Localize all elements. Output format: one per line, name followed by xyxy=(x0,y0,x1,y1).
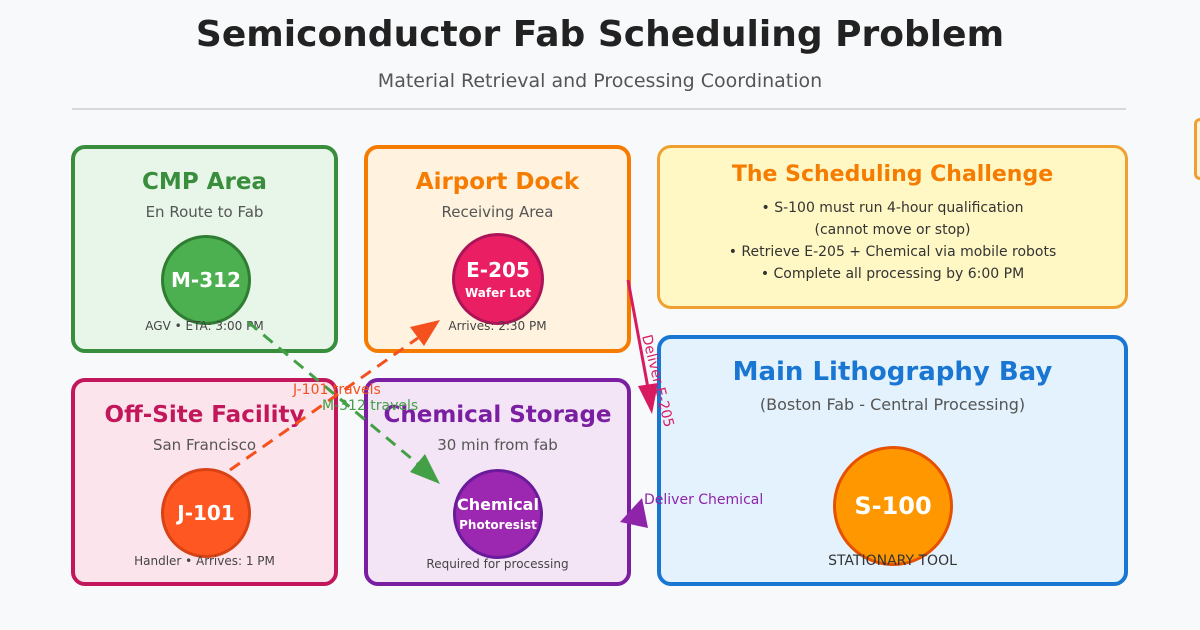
chemical-caption: Required for processing xyxy=(426,557,569,571)
j101-arrowhead xyxy=(410,320,440,346)
challenge-bullet: (cannot move or stop) xyxy=(814,222,971,238)
cmp-area-subtitle: En Route to Fab xyxy=(145,203,264,221)
airport-dock-subtitle: Receiving Area xyxy=(441,203,554,221)
s100-caption: STATIONARY TOOL xyxy=(828,553,957,569)
m312-node-label: M-312 xyxy=(171,268,241,292)
airport-dock-title: Airport Dock xyxy=(415,169,580,195)
m312-travel-label: M-312 travels xyxy=(322,398,418,414)
cmp-area-panel: CMP Area En Route to Fab M-312 AGV • ETA… xyxy=(71,145,338,353)
offsite-facility-title: Off-Site Facility xyxy=(104,402,305,428)
airport-dock-panel: Airport Dock Receiving Area E-205 Wafer … xyxy=(364,145,631,353)
e205-arrowhead xyxy=(638,383,658,414)
j101-node-label: J-101 xyxy=(177,501,235,525)
scheduling-challenge-bullets: • S-100 must run 4-hour qualification (c… xyxy=(660,197,1125,285)
scheduling-challenge-panel: The Scheduling Challenge • S-100 must ru… xyxy=(657,145,1128,309)
page-title: Semiconductor Fab Scheduling Problem xyxy=(195,14,1005,55)
chemical-delivery-label: Deliver Chemical xyxy=(644,492,763,508)
challenge-bullet: • Complete all processing by 6:00 PM xyxy=(760,266,1025,282)
main-lithography-bay-panel: Main Lithography Bay (Boston Fab - Centr… xyxy=(657,335,1128,586)
j101-caption: Handler • Arrives: 1 PM xyxy=(134,554,275,568)
scheduling-challenge-title: The Scheduling Challenge xyxy=(731,162,1054,187)
m312-travel-arrow xyxy=(247,320,419,466)
m312-caption: AGV • ETA: 3:00 PM xyxy=(145,319,264,333)
offsite-facility-subtitle: San Francisco xyxy=(152,436,257,454)
m312-arrowhead xyxy=(410,454,440,484)
main-lithography-bay-subtitle: (Boston Fab - Central Processing) xyxy=(759,395,1026,414)
chemical-node-tag: Photoresist xyxy=(459,518,537,533)
chemical-storage-panel: Chemical Storage 30 min from fab Chemica… xyxy=(364,378,631,586)
page-subtitle: Material Retrieval and Processing Coordi… xyxy=(377,70,823,92)
cmp-area-title: CMP Area xyxy=(142,169,267,195)
e205-node[interactable]: E-205 Wafer Lot xyxy=(452,233,544,325)
e205-delivery-arrow xyxy=(626,279,650,389)
chemical-storage-title: Chemical Storage xyxy=(383,402,612,428)
chemical-node[interactable]: Chemical Photoresist xyxy=(453,469,543,559)
e205-node-label: E-205 xyxy=(466,257,530,282)
j101-travel-arrow xyxy=(229,336,419,472)
edge-tab xyxy=(1194,118,1200,180)
main-lithography-bay-title: Main Lithography Bay xyxy=(732,357,1053,387)
challenge-bullet: • S-100 must run 4-hour qualification xyxy=(761,200,1024,216)
e205-caption: Arrives: 2:30 PM xyxy=(448,319,547,333)
m312-node[interactable]: M-312 xyxy=(161,235,251,325)
challenge-bullet: • Retrieve E-205 + Chemical via mobile r… xyxy=(728,244,1057,260)
e205-node-tag: Wafer Lot xyxy=(465,285,531,300)
j101-travel-label: J-101 travels xyxy=(292,382,381,398)
s100-node-label: S-100 xyxy=(854,491,932,520)
chemical-storage-subtitle: 30 min from fab xyxy=(437,436,558,454)
e205-delivery-label: Deliver E-205 xyxy=(638,333,676,429)
offsite-facility-panel: Off-Site Facility San Francisco J-101 Ha… xyxy=(71,378,338,586)
s100-node[interactable]: S-100 xyxy=(833,446,953,566)
j101-node[interactable]: J-101 xyxy=(161,468,251,558)
chemical-delivery-arrow xyxy=(620,498,648,528)
chemical-node-label: Chemical xyxy=(457,494,539,514)
header-divider xyxy=(72,108,1126,110)
